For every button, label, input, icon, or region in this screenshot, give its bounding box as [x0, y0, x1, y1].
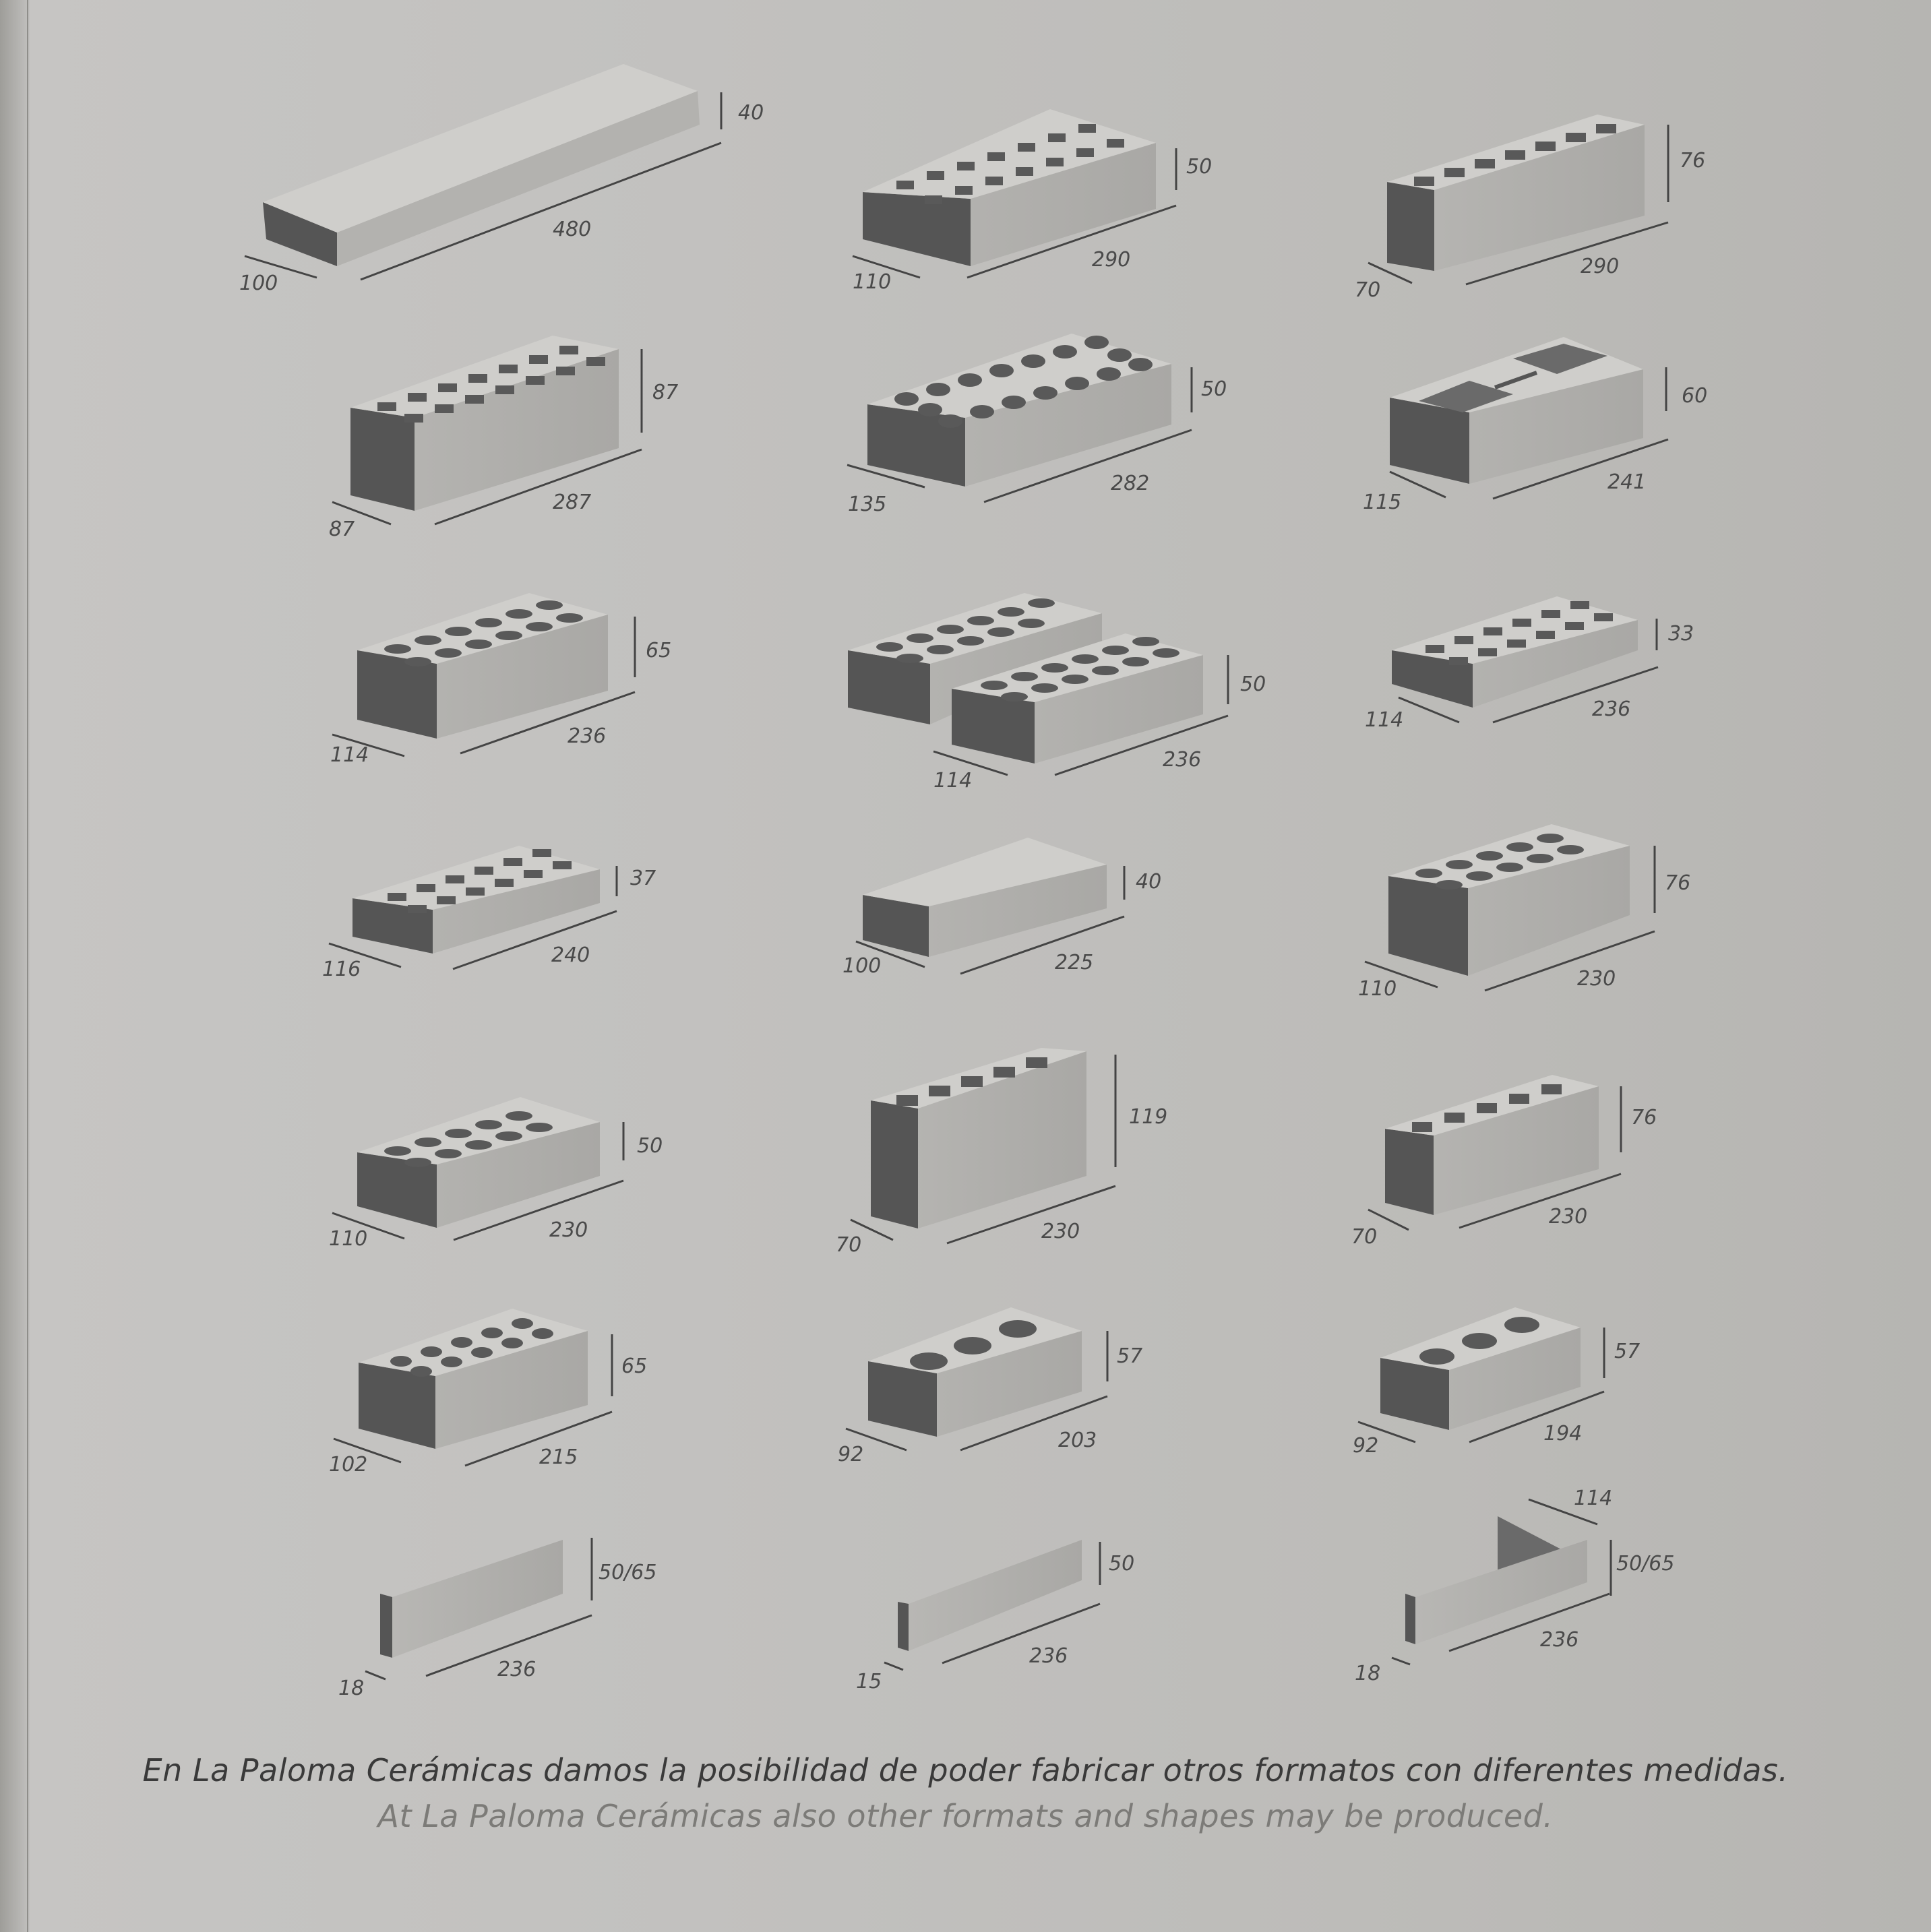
dim-height: 50: [1186, 155, 1212, 179]
dim-width: 116: [322, 958, 361, 981]
dim-height: 60: [1682, 384, 1707, 408]
dim-length: 240: [551, 943, 590, 967]
dim-height: 87: [652, 381, 678, 404]
dim-height: 65: [621, 1354, 647, 1378]
dim-height: 50: [1109, 1552, 1134, 1576]
brick-r4c3: 76 230 110: [1358, 824, 1690, 1001]
dim-width: 100: [842, 954, 881, 978]
book-spine: [0, 0, 30, 1932]
dim-height: 40: [1136, 870, 1161, 894]
dim-width: 114: [1365, 708, 1403, 732]
dim-length: 287: [553, 491, 591, 514]
dim-width: 110: [853, 270, 891, 294]
brick-r3c2: 50 236 114: [848, 593, 1266, 792]
brick-r6c1: 65 215 102: [329, 1309, 647, 1476]
brick-r1c3: 76 290 70: [1355, 115, 1705, 302]
dim-height: 76: [1631, 1106, 1657, 1129]
brick-r6c3: 57 194 92: [1353, 1307, 1640, 1458]
spine-fold-line: [27, 0, 28, 1932]
brick-r6c2: 57 203 92: [838, 1307, 1142, 1466]
dim-height: 40: [738, 101, 764, 125]
brick-r7c3: 114 50/65 236 18: [1355, 1487, 1674, 1685]
dim-length: 236: [1592, 697, 1630, 721]
dim-height: 76: [1680, 149, 1705, 173]
dim-length: 203: [1058, 1429, 1097, 1452]
dim-width: 70: [836, 1233, 861, 1257]
dim-length: 236: [568, 724, 606, 748]
brick-r2c3: 60 241 115: [1363, 337, 1707, 514]
dim-length: 230: [1041, 1220, 1080, 1243]
dim-width: 110: [1358, 977, 1397, 1001]
dim-height: 119: [1129, 1105, 1167, 1129]
brick-r4c1: 37 240 116: [322, 846, 656, 981]
dim-width: 114: [933, 769, 972, 792]
dim-width: 114: [330, 743, 369, 767]
dim-height: 37: [630, 867, 656, 890]
brick-r7c2: 50 236 15: [856, 1540, 1134, 1693]
brick-r3c1: 65 236 114: [330, 593, 671, 767]
brick-r5c2: 119 230 70: [836, 1048, 1167, 1257]
dim-height: 76: [1665, 871, 1690, 895]
dim-length: 230: [1549, 1205, 1587, 1228]
dim-height: 57: [1614, 1340, 1640, 1363]
brick-r1c2: 50 290 110: [852, 109, 1212, 294]
dim-width: 135: [848, 493, 886, 516]
dim-width: 92: [1353, 1434, 1378, 1458]
dim-length: 290: [1581, 255, 1619, 278]
dim-length: 225: [1055, 951, 1093, 974]
dim-height: 33: [1668, 622, 1694, 646]
dim-length: 236: [1029, 1644, 1068, 1668]
brick-r2c1: 87 287 87: [329, 336, 678, 541]
dim-height: 50/65: [1616, 1552, 1674, 1576]
dim-width: 18: [1355, 1662, 1380, 1685]
dim-width: 115: [1363, 491, 1401, 514]
dim-height: 65: [646, 639, 671, 662]
dim-length: 236: [497, 1658, 536, 1681]
dim-width: 102: [329, 1453, 367, 1476]
brick-r3c3: 33 236 114: [1365, 596, 1694, 732]
dim-width: 70: [1351, 1225, 1377, 1249]
dim-width: 70: [1355, 278, 1380, 302]
dim-length: 282: [1111, 472, 1149, 495]
dim-length: 194: [1543, 1422, 1582, 1445]
dim-length: 241: [1607, 470, 1646, 494]
dim-width: 110: [329, 1227, 367, 1251]
dim-height: 50/65: [599, 1561, 656, 1584]
dim-length: 290: [1092, 248, 1130, 272]
brick-r7c1: 50/65 236 18: [338, 1538, 656, 1700]
dim-length: 230: [549, 1218, 588, 1242]
dim-width: 100: [239, 272, 278, 295]
brick-r4c2: 40 225 100: [842, 838, 1161, 978]
dim-height: 57: [1117, 1344, 1142, 1368]
footer-english-note: At La Paloma Cerámicas also other format…: [377, 1798, 1554, 1834]
dim-width: 87: [329, 518, 355, 541]
dim-height: 50: [1201, 377, 1227, 401]
brick-r5c3: 76 230 70: [1351, 1075, 1657, 1249]
dim-length: 480: [553, 218, 591, 241]
dim-width: 18: [338, 1677, 364, 1700]
dim-length: 230: [1577, 967, 1616, 991]
dim-height: 50: [637, 1134, 663, 1158]
brick-r2c2: 50 282 135: [847, 334, 1227, 516]
dim-length: 236: [1163, 748, 1201, 772]
footer-spanish-note: En La Paloma Cerámicas damos la posibili…: [142, 1752, 1789, 1788]
dim-length: 236: [1540, 1628, 1578, 1652]
dim-length: 215: [539, 1445, 578, 1469]
brick-r5c1: 50 230 110: [329, 1097, 663, 1251]
dim-return: 114: [1574, 1487, 1612, 1510]
dim-width: 92: [838, 1443, 863, 1466]
dim-width: 15: [856, 1670, 882, 1693]
brick-r1c1: 40 480 100: [239, 64, 764, 295]
dim-height: 50: [1240, 673, 1266, 696]
